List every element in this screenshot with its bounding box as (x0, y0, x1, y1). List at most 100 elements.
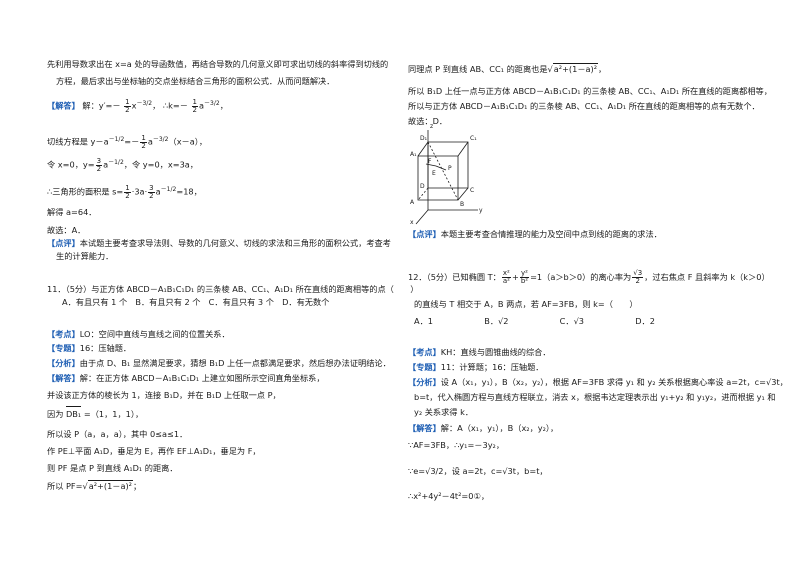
label-d1: D₁ (420, 135, 428, 142)
same-distance-line: 同理点 P 到直线 AB、CC₁ 的距离也是√a²+(1－a)²， (408, 63, 607, 74)
solution-2-line: 【解答】解：在正方体 ABCD－A₁B₁C₁D₁ 上建立如图所示空间直角坐标系， (47, 373, 325, 384)
option-a: A．1 (414, 316, 433, 326)
solution-tail: ∴k=－ (162, 100, 188, 111)
analysis-3-line-3: y₂ 关系求得 k． (414, 407, 474, 417)
vector-line: 因为 DB₁ =（1，1，1）， (47, 406, 143, 420)
analysis-tag: 【分析】 (47, 358, 80, 368)
same-radicand: a²+(1－a)² (552, 63, 599, 74)
equation-line: ∴x²+4y²－4t²=0①， (408, 491, 490, 501)
area-c: =18， (176, 186, 202, 197)
pe-line: 作 PE⊥平面 A₁D，垂足为 E，再作 EF⊥A₁D₁，垂足为 F， (47, 446, 261, 456)
set-p-line: 所以设 P（a，a，a），其中 0≤a≤1． (47, 429, 188, 439)
q12-b: =1（a＞b＞0）的离心率为 (530, 272, 632, 282)
label-a: A (410, 199, 415, 206)
topic-tag: 【专题】 (47, 343, 80, 353)
analysis-2-line: 【分析】由于点 D、B₁ 显然满足要求，猜想 B₁D 上任一点都满足要求，然后想… (47, 358, 391, 369)
analysis-3-line-2: b=t，代入椭圆方程与直线方程联立，消去 x，根据韦达定理表示出 y₁+y₂ 和… (414, 392, 776, 402)
topic-2-tag: 【专题】 (408, 362, 441, 372)
vector-db1: DB₁ (66, 406, 82, 420)
eccentricity-line: ∵e=√3/2，设 a=2t，c=√3t，b=t， (408, 466, 548, 476)
comment-tag: 【点评】 (47, 238, 80, 248)
knowledge-2-tag: 【考点】 (408, 347, 441, 357)
ratio-line: ∵AF=3FB，∴y₁=－3y₂， (408, 440, 505, 450)
label-a1: A₁ (410, 151, 417, 158)
same-a: 同理点 P 到直线 AB、CC₁ 的距离也是 (408, 64, 548, 74)
label-c: C (470, 187, 474, 194)
analysis-text: 由于点 D、B₁ 显然满足要求，猜想 B₁D 上任一点都满足要求，然后想办法证明… (79, 358, 391, 368)
pf-a: 所以 PF= (47, 481, 83, 491)
option-d: D．2 (635, 316, 655, 326)
knowledge-tag: 【考点】 (47, 329, 80, 339)
pf-line: 则 PF 是点 P 到直线 A₁D₁ 的距离． (47, 463, 178, 473)
label-c1: C₁ (470, 135, 477, 142)
intercept-a: 令 x=0，y= (47, 159, 95, 170)
knowledge-line: 【考点】LO：空间中直线与直线之间的位置关系． (47, 329, 230, 340)
pf-radicand: a²+(1－a)² (87, 480, 133, 491)
comment-2-line: 【点评】本题主要考查合情推理的能力及空间中点到线的距离的求法． (408, 229, 662, 240)
q12-c: ，过右焦点 F 且斜率为 k（k＞0） (644, 272, 770, 282)
comment-2-text: 本题主要考查合情推理的能力及空间中点到线的距离的求法． (440, 229, 662, 239)
pf-formula: 所以 PF=√a²+(1－a)²； (47, 480, 142, 491)
comment-line-2: 生的计算能力． (56, 251, 114, 261)
solution-text: 解：y′=－ (82, 100, 121, 111)
label-y: y (479, 207, 483, 214)
label-e: E (432, 170, 436, 177)
knowledge-text: LO：空间中直线与直线之间的位置关系． (79, 329, 230, 339)
topic-2-text: 11：计算题；16：压轴题． (440, 362, 544, 372)
label-x: x (410, 219, 414, 225)
choice-line: 故选：A． (47, 225, 86, 235)
edge-line: 并设该正方体的棱长为 1，连接 B₁D，并在 B₁D 上任取一点 P， (47, 390, 281, 400)
label-f: F (428, 158, 432, 165)
label-p: P (448, 165, 452, 172)
solve-line: 解得 a=64． (47, 207, 97, 217)
topic-2-line: 【专题】11：计算题；16：压轴题． (408, 362, 543, 373)
option-c: C．√3 (559, 316, 585, 326)
option-b: B．√2 (484, 316, 509, 326)
knowledge-2-text: KH：直线与圆锥曲线的综合． (440, 347, 551, 357)
question-12-options: A．1 B．√2 C．√3 D．2 (414, 316, 655, 327)
analysis-3-text: 设 A（x₁，y₁），B（x₂，y₂），根据 AF=3FB 求得 y₁ 和 y₂… (440, 377, 788, 387)
topic-line: 【专题】16：压轴题． (47, 343, 131, 354)
comment-2-tag: 【点评】 (408, 229, 441, 239)
conclusion-line-2: 所以与正方体 ABCD－A₁B₁C₁D₁ 的三条棱 AB、CC₁、A₁D₁ 所在… (408, 101, 760, 111)
analysis-line-2: 方程，最后求出与坐标轴的交点坐标结合三角形的面积公式．从而问题解决． (56, 76, 335, 86)
because-b: =（1，1，1）， (83, 409, 144, 419)
comment-text: 本试题主要考查求导法则、导数的几何意义、切线的求法和三角形的面积公式，考查考 (79, 238, 391, 248)
analysis-3-tag: 【分析】 (408, 377, 441, 387)
label-d: D (420, 183, 425, 190)
q12-a: 12．（5分）已知椭圆 T： (408, 272, 501, 282)
question-12-line-2: 的直线与 T 相交于 A，B 两点，若 AF=3FB，则 k=（ ） (414, 299, 638, 309)
solution-3-line: 【解答】解：A（x₁，y₁），B（x₂，y₂）， (408, 423, 558, 434)
same-b: ， (598, 64, 607, 74)
choice-d-line: 故选：D． (408, 116, 448, 126)
label-b: B (460, 201, 464, 208)
tangent-tail: （x－a）， (168, 136, 208, 147)
area-b: ·3a· (131, 186, 148, 197)
pf-b: ； (132, 481, 142, 491)
analysis-3-line-1: 【分析】设 A（x₁，y₁），B（x₂，y₂），根据 AF=3FB 求得 y₁ … (408, 377, 788, 388)
solution-2-text: 解：在正方体 ABCD－A₁B₁C₁D₁ 上建立如图所示空间直角坐标系， (79, 373, 325, 383)
question-11-options: A．有且只有 1 个 B．有且只有 2 个 C．有且只有 3 个 D．有无数个 (62, 297, 330, 307)
intercept-b: ，令 y=0，x=3a， (123, 159, 198, 170)
label-z: z (430, 123, 433, 130)
question-11: 11．（5分）与正方体 ABCD－A₁B₁C₁D₁ 的三条棱 AB、CC₁、A₁… (47, 284, 419, 294)
topic-text: 16：压轴题． (79, 343, 132, 353)
analysis-line-1: 先利用导数求出在 x=a 处的导函数值，再结合导数的几何意义即可求出切线的斜率得… (47, 59, 389, 69)
because-a: 因为 (47, 409, 64, 419)
solution-3-tag: 【解答】 (408, 423, 441, 433)
knowledge-2-line: 【考点】KH：直线与圆锥曲线的综合． (408, 347, 551, 358)
solution-tag: 【解答】 (47, 100, 80, 111)
conclusion-line-1: 所以 B₁D 上任一点与正方体 ABCD－A₁B₁C₁D₁ 的三条棱 AB、CC… (408, 86, 772, 96)
